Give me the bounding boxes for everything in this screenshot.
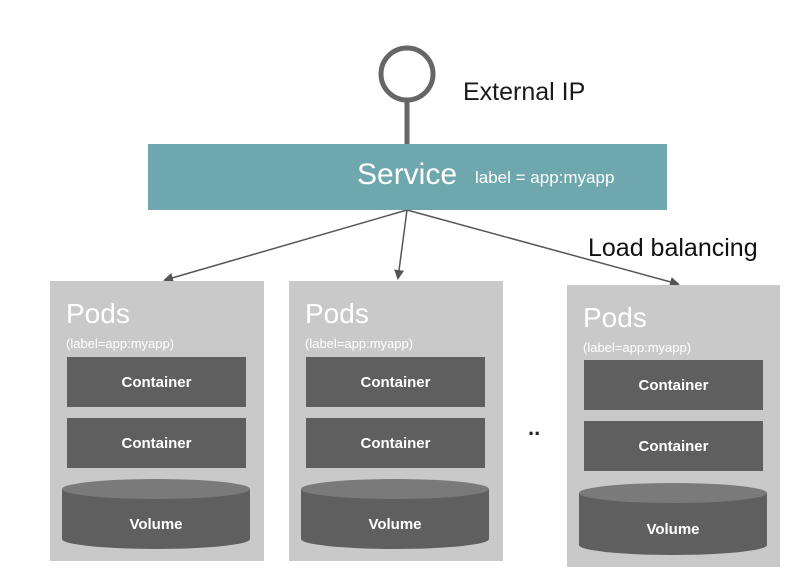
container-box: Container xyxy=(306,418,485,468)
arrow-to-pod-2 xyxy=(394,209,408,280)
container-box: Container xyxy=(67,357,246,407)
pod-label: (label=app:myapp) xyxy=(66,336,175,351)
container-box: Container xyxy=(584,421,763,471)
arrow-to-pod-3 xyxy=(406,209,680,287)
external-ip-label: External IP xyxy=(463,78,586,106)
arrow-to-pod-1 xyxy=(163,209,408,283)
external-ip-endpoint-icon xyxy=(378,45,436,103)
volume-cylinder: Volume xyxy=(62,479,250,549)
pod-box: Pods (label=app:myapp) Container Contain… xyxy=(567,285,780,567)
volume-cylinder: Volume xyxy=(301,479,489,549)
volume-cylinder-icon xyxy=(579,483,767,555)
volume-cylinder-icon xyxy=(62,479,250,549)
volume-label: Volume xyxy=(368,515,422,533)
pod-box: Pods (label=app:myapp) Container Contain… xyxy=(289,281,503,561)
container-box: Container xyxy=(67,418,246,468)
pod-label: (label=app:myapp) xyxy=(583,340,692,355)
service-title: Service xyxy=(357,158,458,191)
pod-title: Pods xyxy=(583,302,647,333)
load-balancing-label: Load balancing xyxy=(588,234,758,262)
service-label: label = app:myapp xyxy=(475,168,615,187)
pod-title: Pods xyxy=(66,298,130,329)
service-box: Service label = app:myapp xyxy=(148,144,667,210)
volume-label: Volume xyxy=(129,515,183,533)
volume-cylinder: Volume xyxy=(579,483,767,555)
volume-label: Volume xyxy=(646,520,700,538)
container-box: Container xyxy=(306,357,485,407)
pod-box: Pods (label=app:myapp) Container Contain… xyxy=(50,281,264,561)
volume-cylinder-icon xyxy=(301,479,489,549)
pod-title: Pods xyxy=(305,298,369,329)
container-box: Container xyxy=(584,360,763,410)
ellipsis-more-pods: .. xyxy=(528,415,541,440)
pod-label: (label=app:myapp) xyxy=(305,336,414,351)
